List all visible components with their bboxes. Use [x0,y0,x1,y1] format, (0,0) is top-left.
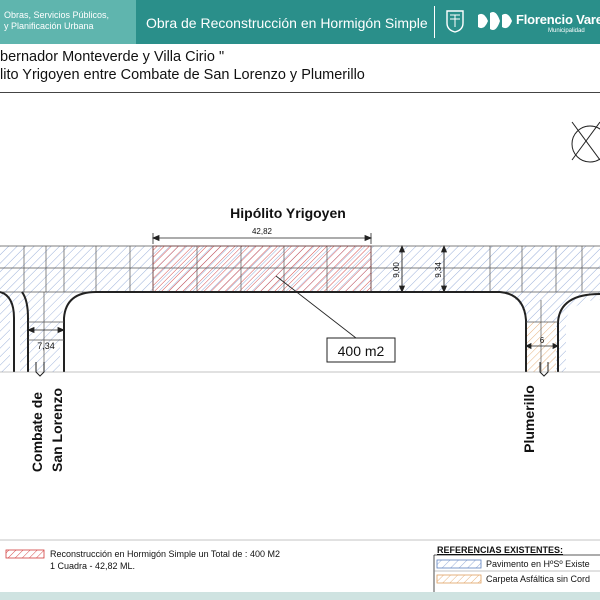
dimension-left-cross [26,326,66,334]
legend-reconstruction-text: Reconstrucción en Hormigón Simple un Tot… [50,549,280,559]
street-left-label-1: Combate de [29,392,45,472]
header-divider [434,6,435,38]
street-left-label-2: San Lorenzo [49,388,65,472]
title-divider [0,92,600,93]
brand-subtitle: Municipalidad [548,28,585,34]
legend-references-title: REFERENCIAS EXISTENTES: [437,545,564,555]
department-panel: Obras, Servicios Públicos, y Planificaci… [0,0,136,44]
dim-width-2-label: 9,34 [434,262,443,278]
area-label: 400 m2 [338,343,385,359]
legend-reconstruction-sub: 1 Cuadra - 42,82 ML. [50,561,136,571]
existing-pavement-right-cross [506,292,600,372]
department-line-1: Obras, Servicios Públicos, [4,10,110,20]
reconstruction-area [152,245,372,293]
legend-swatch-existing [436,559,482,569]
street-main-label: Hipólito Yrigoyen [230,205,346,221]
area-callout-box [326,337,396,363]
page-title: Obra de Reconstrucción en Hormigón Simpl… [146,15,428,31]
legend-asphalt-text: Carpeta Asfáltica sin Cord [486,574,591,584]
dim-right-cross-label: 6 [540,336,545,345]
brand-name: Florencio Varela [516,12,600,27]
department-line-2: y Planificación Urbana [4,21,94,31]
dim-length-label: 42,82 [252,227,273,236]
dimension-length [151,233,373,244]
dim-left-cross-label: 7,34 [37,341,55,351]
street-right-label: Plumerillo [521,385,537,453]
florencio-varela-logo-icon [478,12,512,30]
municipal-seal-icon [446,10,464,33]
area-callout-leader [275,275,357,339]
legend-swatch-reconstruction [5,549,45,559]
existing-pavement-left-corner [0,292,22,372]
project-title-line-2: lito Yrigoyen entre Combate de San Loren… [0,67,365,83]
header-bar: Obras, Servicios Públicos, y Planificaci… [0,0,600,44]
street-pointers [35,362,549,377]
existing-pavement-left-cross [18,292,76,372]
north-arrow-icon [571,121,600,163]
curb-lines [0,291,600,372]
footer-bar [0,592,600,600]
legend-existing-text: Pavimento en HºSº Existe [486,559,590,569]
dim-width-1-label: 9,00 [392,262,401,278]
dimension-right-cross [525,342,559,350]
legend-swatch-asphalt [436,574,482,584]
dimension-widths [398,244,448,294]
project-title-line-1: bernador Monteverde y Villa Cirio " [0,49,225,65]
